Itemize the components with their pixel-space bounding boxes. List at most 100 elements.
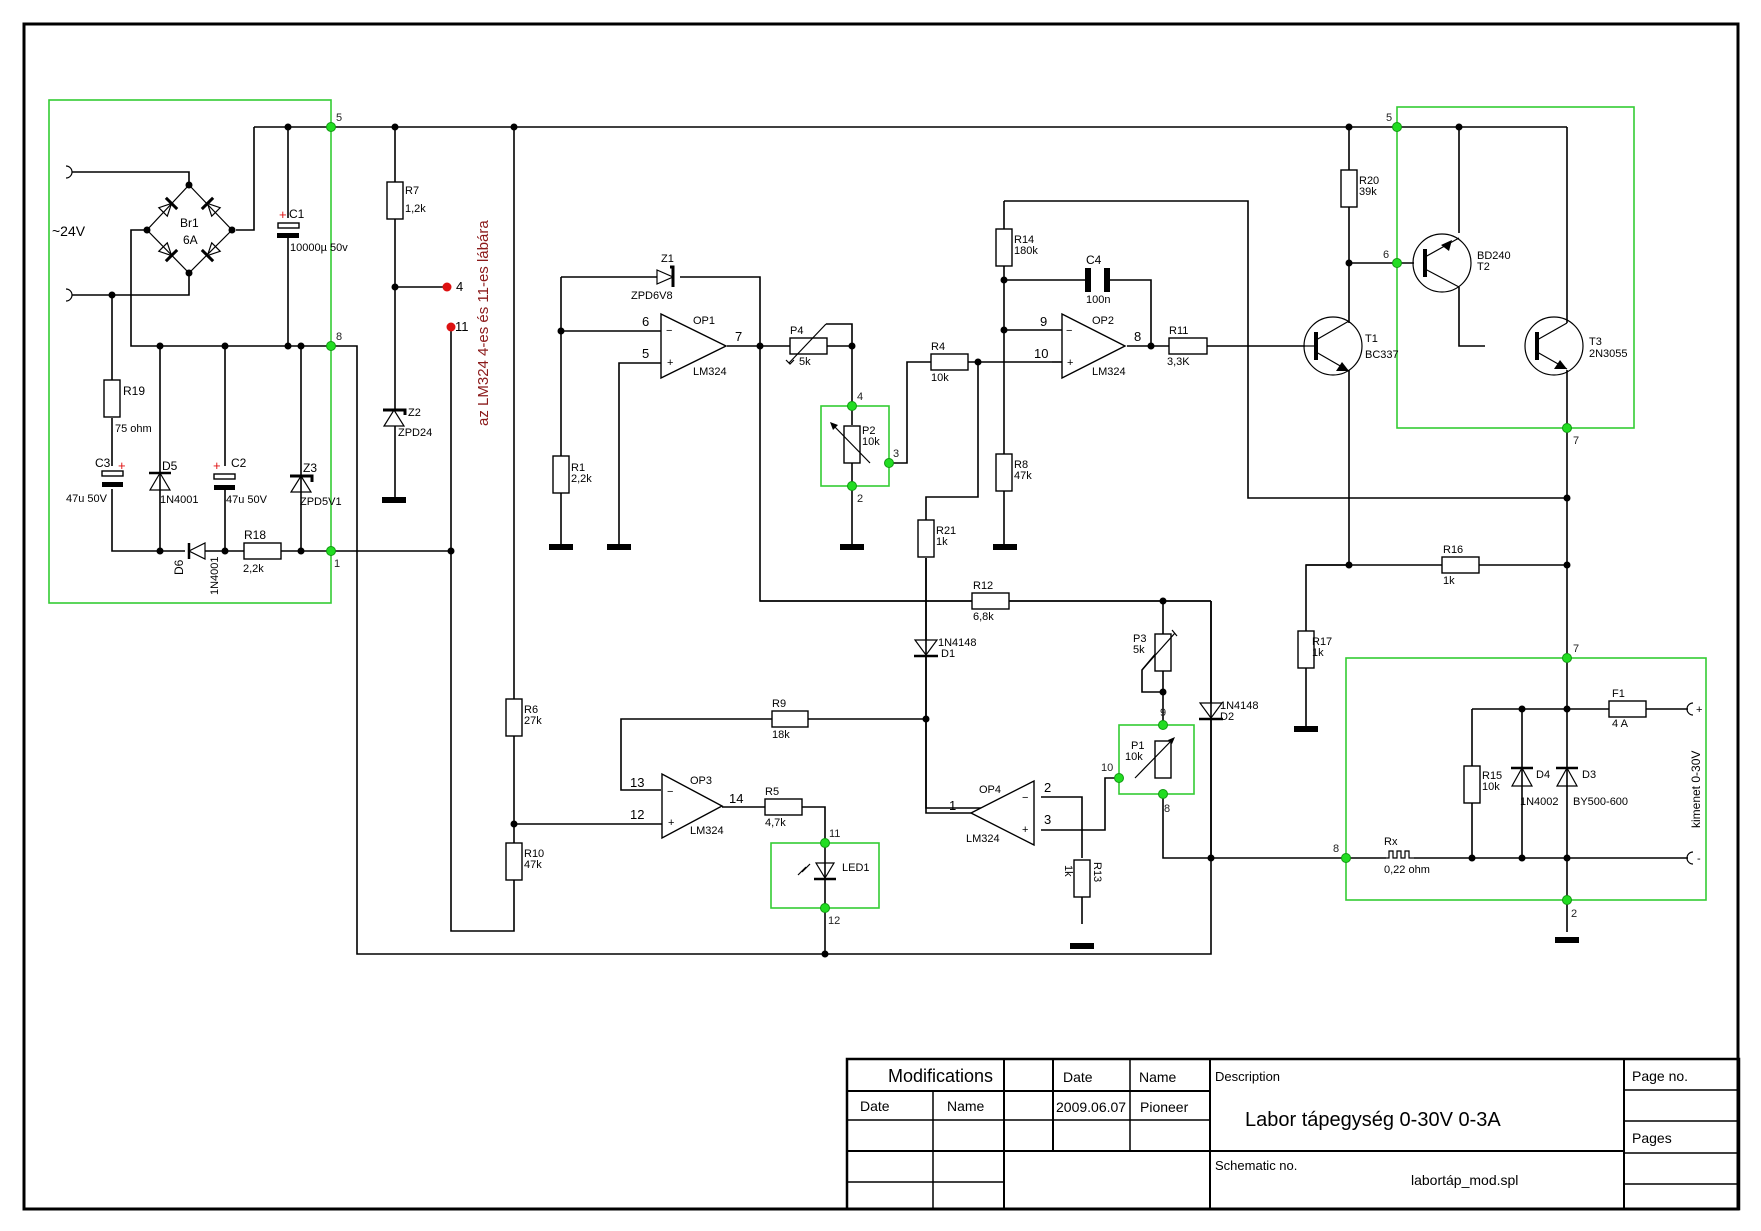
node-11-led [820,838,830,848]
svg-text:8: 8 [1134,329,1141,344]
resistor-r6: R6 27k [505,698,542,737]
svg-text:47k: 47k [1014,470,1032,482]
svg-text:−: − [1066,325,1072,337]
p1-module-box [1118,724,1195,795]
svg-text:Br1: Br1 [180,216,199,230]
resistor-r10: R10 47k [505,842,544,881]
name-value: Pioneer [1140,1099,1189,1115]
output-plus-label: + [1696,704,1702,716]
opamp-op2: − + OP2 LM324 9 10 8 [1034,312,1141,380]
node-6-b [1392,258,1402,268]
svg-text:+: + [118,458,126,473]
resistor-r15: R15 10k [1463,765,1502,804]
svg-text:6: 6 [642,314,649,329]
resistor-r17: R17 1k [1297,630,1332,669]
capacitor-c3: + C3 47u 50V [66,456,126,505]
svg-text:D1: D1 [941,648,955,660]
zener-z3: Z3 ZPD5V1 [289,461,342,508]
svg-text:T3: T3 [1589,336,1602,348]
svg-text:+: + [279,207,287,222]
svg-text:9: 9 [1160,707,1166,719]
diode-d6: D6 1N4001 [172,542,221,595]
svg-text:10k: 10k [862,436,880,448]
svg-text:1k: 1k [1312,647,1324,659]
svg-text:13: 13 [630,775,644,790]
svg-text:R15: R15 [1482,770,1502,782]
svg-text:OP3: OP3 [690,775,712,787]
svg-text:47u 50V: 47u 50V [66,493,108,505]
svg-text:1N4001: 1N4001 [209,556,221,595]
wires [72,126,1688,955]
resistor-r21: R21 1k [917,519,956,558]
svg-text:P2: P2 [862,425,875,437]
mod-date-header: Date [860,1098,890,1114]
resistor-r1: R1 2,2k [552,455,592,494]
svg-text:R4: R4 [931,341,945,353]
capacitor-c1: + C1 10000µ 50v [277,207,348,254]
output-voltage-label: kimenet 0-30V [1689,751,1703,828]
ground-symbol [1070,943,1094,949]
resistor-r16: R16 1k [1441,544,1480,587]
svg-text:7: 7 [1573,643,1579,655]
mod-name-header: Name [947,1098,985,1114]
node-7-b [1562,423,1572,433]
svg-text:Rx: Rx [1384,836,1398,848]
svg-text:14: 14 [729,791,743,806]
trimpot-p4: P4 5k [785,323,828,368]
shunt-resistor-rx: Rx 0,22 ohm [1384,836,1430,876]
description-label: Description [1215,1069,1280,1084]
transistor-t3: T3 2N3055 [1524,316,1628,376]
svg-text:5k: 5k [799,356,811,368]
svg-text:2,2k: 2,2k [571,473,592,485]
capacitor-c4: C4 100n [1085,253,1110,306]
svg-text:1: 1 [334,558,340,570]
svg-text:C2: C2 [231,456,247,470]
output-terminal-minus [1686,851,1694,865]
svg-text:P4: P4 [790,325,803,337]
svg-text:BD240: BD240 [1477,250,1511,262]
node-7-c [1562,653,1572,663]
svg-text:1: 1 [949,798,956,813]
svg-text:R14: R14 [1014,234,1034,246]
svg-text:LM324: LM324 [966,833,1000,845]
svg-text:7: 7 [735,329,742,344]
opamp-op1: − + OP1 LM324 6 5 7 [642,312,742,380]
transistor-t1: T1 BC337 [1303,316,1399,376]
svg-text:6,8k: 6,8k [973,611,994,623]
date-value: 2009.06.07 [1056,1099,1126,1115]
resistor-r9: R9 18k [771,698,809,741]
svg-text:4,7k: 4,7k [765,817,786,829]
input-voltage-label: ~24V [52,223,86,239]
resistor-r13: R13 1k [1062,859,1103,898]
diode-d1: 1N4148 D1 [913,637,977,660]
svg-text:3,3K: 3,3K [1167,356,1190,368]
name-header: Name [1139,1069,1177,1085]
description-value: Labor tápegység 0-30V 0-3A [1245,1109,1501,1131]
svg-text:R19: R19 [123,384,145,398]
svg-text:D3: D3 [1582,769,1596,781]
opamp-op3: − + OP3 LM324 13 12 14 [630,772,743,840]
node-2-p2 [847,481,857,491]
resistor-r5: R5 4,7k [764,786,803,829]
svg-text:P3: P3 [1133,633,1146,645]
svg-text:+: + [667,357,673,369]
ground-symbol [993,544,1017,550]
svg-text:Z2: Z2 [408,407,421,419]
supply-pin-11 [446,322,456,332]
diode-d2: 1N4148 D2 [1198,700,1259,723]
svg-text:1k: 1k [1062,865,1074,877]
node-12-led [820,903,830,913]
svg-text:R1: R1 [571,462,585,474]
led-led1: LED1 [797,862,870,881]
svg-text:27k: 27k [524,715,542,727]
bridge-rectifier-br1: Br1 6A [146,184,233,274]
svg-text:10k: 10k [1482,781,1500,793]
svg-text:R13: R13 [1091,862,1103,882]
resistor-r20: R20 39k [1340,169,1379,208]
svg-text:+: + [213,458,221,473]
ground-symbol [549,544,573,550]
svg-text:75 ohm: 75 ohm [115,423,152,435]
resistor-r19: R19 75 ohm [103,379,152,435]
node-10-p1 [1114,773,1124,783]
junctions [108,123,1571,958]
